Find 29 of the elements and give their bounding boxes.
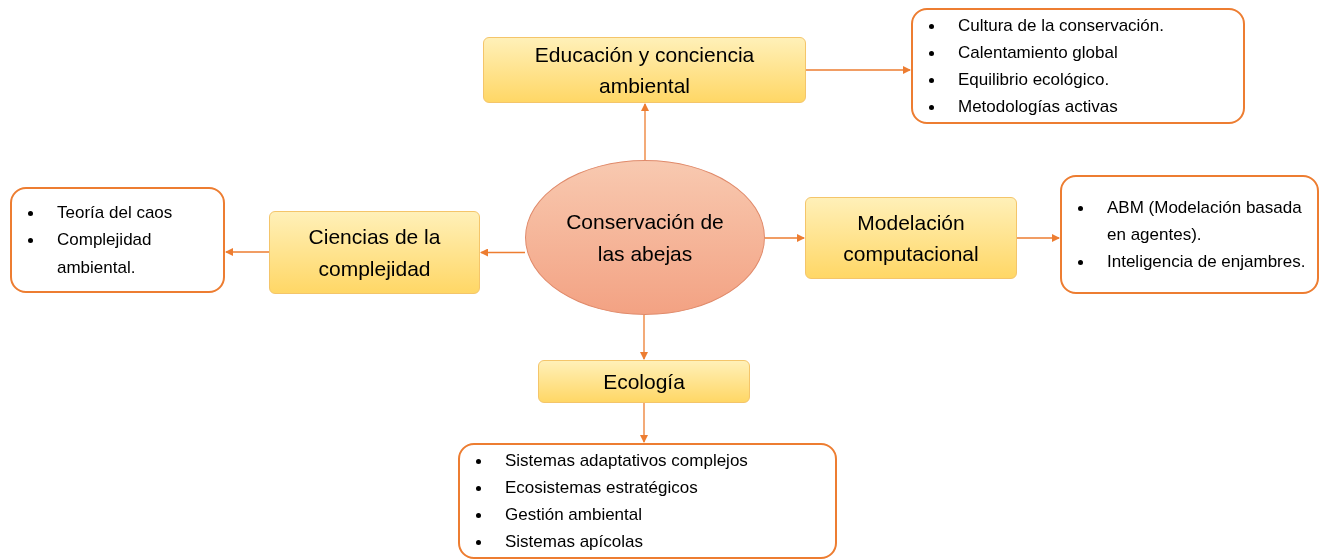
topic-box: Modelación computacional (805, 197, 1017, 279)
list-item: Inteligencia de enjambres. (1107, 251, 1306, 274)
list-card (458, 443, 837, 559)
topic-box: Educación y conciencia ambiental (483, 37, 806, 103)
list-item: Calentamiento global (958, 41, 1118, 64)
list-item: Cultura de la conservación. (958, 14, 1164, 37)
arrow (641, 103, 649, 161)
arrow (1016, 234, 1060, 242)
list-item: Equilibrio ecológico. (958, 69, 1110, 91)
arrow (480, 248, 526, 257)
topic-box: Ecología (538, 360, 750, 403)
arrow (764, 234, 805, 242)
ellipse-node: Conservación de las abejas (525, 160, 765, 315)
list-card (10, 187, 225, 293)
list-item: Ecosistemas estratégicos (505, 476, 698, 499)
list-item: Gestión ambiental (505, 504, 643, 526)
list-card (1060, 175, 1319, 294)
list-item: Metodologías activas (958, 96, 1118, 119)
topic-box: Ciencias de la complejidad (269, 211, 480, 294)
arrow (640, 314, 648, 360)
arrow (805, 66, 911, 74)
list-item: Teoría del caos (57, 202, 173, 225)
arrow (225, 248, 270, 256)
list-item: Sistemas adaptativos complejos (505, 449, 748, 472)
list-item: Complejidad ambiental. (57, 229, 153, 279)
list-item: Sistemas apícolas (505, 531, 643, 554)
list-item: ABM (Modelación basada en agentes). (1107, 196, 1303, 246)
arrow (640, 402, 648, 443)
list-card (911, 8, 1245, 124)
